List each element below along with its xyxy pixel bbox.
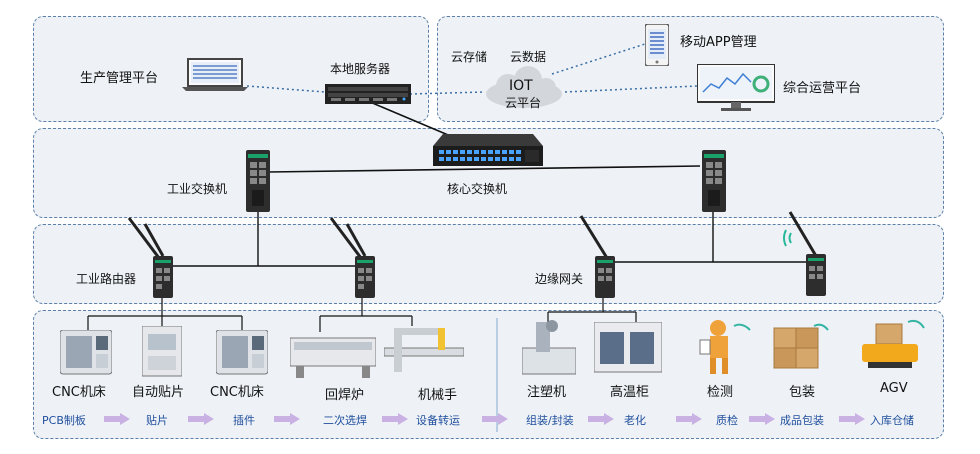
equipment-label: 包装 bbox=[789, 385, 816, 400]
iot-label: IOT bbox=[509, 78, 533, 94]
injection-machine-icon bbox=[521, 318, 577, 380]
high-temp-cabinet-icon bbox=[593, 321, 663, 378]
industrial-switch-label: 工业交换机 bbox=[167, 182, 228, 196]
cloud-storage-label: 云存储 bbox=[451, 50, 488, 64]
process-step: 插件 bbox=[233, 414, 255, 427]
process-step: 成品包装 bbox=[780, 414, 824, 427]
arrow-right-icon bbox=[188, 413, 214, 425]
edge-gateway-label: 边缘网关 bbox=[535, 272, 584, 286]
edge-gateway-2-icon bbox=[782, 210, 834, 302]
equipment-label: 自动贴片 bbox=[132, 385, 185, 400]
reflow-oven-icon bbox=[289, 328, 377, 384]
mobile-phone-icon bbox=[644, 23, 670, 70]
zone-edge-network bbox=[33, 224, 944, 304]
equipment-label: CNC机床 bbox=[210, 385, 264, 400]
edge-gateway-icon bbox=[577, 214, 627, 304]
process-step: PCB制板 bbox=[42, 414, 86, 427]
core-switch-icon bbox=[433, 134, 543, 174]
core-switch-label: 核心交换机 bbox=[447, 182, 508, 196]
process-step: 二次选焊 bbox=[323, 414, 367, 427]
arrow-right-icon bbox=[839, 413, 865, 425]
process-step: 组装/封装 bbox=[526, 414, 574, 427]
laptop-icon bbox=[180, 58, 250, 96]
equipment-label: 回焊炉 bbox=[325, 388, 365, 403]
arrow-right-icon bbox=[382, 413, 408, 425]
process-step: 质检 bbox=[716, 414, 738, 427]
integrated-operations-platform-label: 综合运营平台 bbox=[783, 81, 862, 96]
process-step: 老化 bbox=[624, 414, 646, 427]
process-step: 入库仓储 bbox=[870, 414, 914, 427]
process-step: 贴片 bbox=[146, 414, 168, 427]
inspector-icon bbox=[692, 316, 752, 380]
cloud-platform-label: 云平台 bbox=[505, 96, 542, 110]
industrial-switch-icon bbox=[246, 150, 270, 216]
arrow-right-icon bbox=[749, 413, 775, 425]
equipment-label: 注塑机 bbox=[527, 385, 567, 400]
local-server-label: 本地服务器 bbox=[330, 62, 391, 76]
rack-server-icon bbox=[325, 84, 411, 108]
equipment-label: 机械手 bbox=[418, 388, 458, 403]
equipment-label: 高温柜 bbox=[610, 385, 650, 400]
arrow-right-icon bbox=[588, 413, 614, 425]
cnc-machine-2-icon bbox=[215, 329, 269, 380]
industrial-switch-right-icon bbox=[702, 150, 726, 216]
equipment-label: AGV bbox=[880, 381, 908, 396]
mobile-app-management-label: 移动APP管理 bbox=[680, 35, 757, 50]
smt-machine-icon bbox=[141, 325, 183, 382]
arrow-right-icon bbox=[104, 413, 130, 425]
robot-arm-icon bbox=[383, 322, 465, 382]
cnc-machine-icon bbox=[59, 329, 113, 380]
arrow-right-icon bbox=[482, 413, 508, 425]
cloud-icon bbox=[480, 66, 568, 116]
cloud-data-label: 云数据 bbox=[510, 50, 547, 64]
equipment-label: CNC机床 bbox=[52, 385, 106, 400]
production-management-platform-label: 生产管理平台 bbox=[80, 71, 159, 86]
boxes-icon bbox=[770, 312, 830, 380]
arrow-right-icon bbox=[676, 413, 702, 425]
arrow-right-icon bbox=[274, 413, 300, 425]
agv-icon bbox=[858, 316, 928, 376]
industrial-router-icon bbox=[125, 216, 180, 304]
process-step: 设备转运 bbox=[416, 414, 460, 427]
equipment-label: 检测 bbox=[707, 385, 734, 400]
industrial-router-2-icon bbox=[327, 216, 382, 304]
monitor-dashboard-icon bbox=[696, 63, 776, 116]
industrial-router-label: 工业路由器 bbox=[76, 272, 137, 286]
